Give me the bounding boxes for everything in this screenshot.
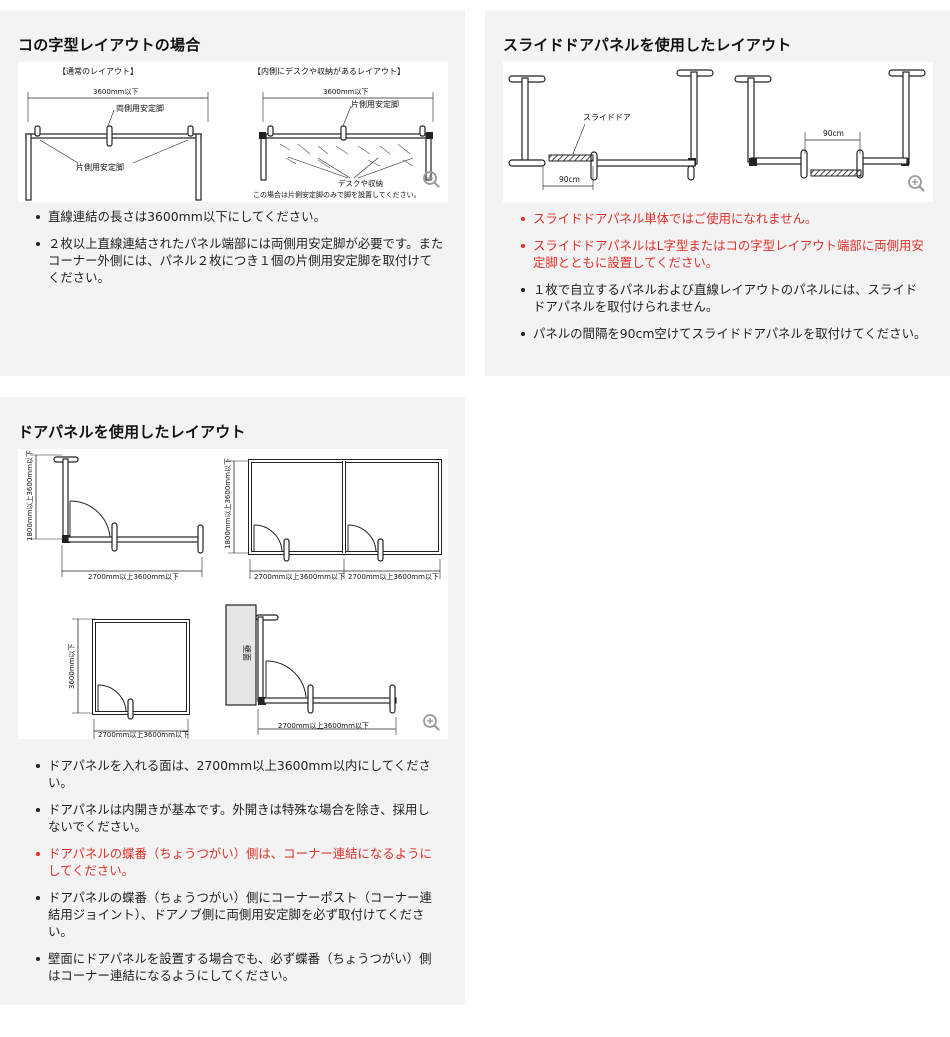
list-item: １枚で自立するパネルおよび直線レイアウトのパネルには、スライドドアパネルを取付け… — [519, 281, 929, 315]
leg-label: 両側用安定脚 — [116, 103, 164, 113]
list-item: 直線連結の長さは3600mm以下にしてください。 — [34, 208, 444, 225]
dimension-label: 1800mm以上3600mm以下 — [25, 450, 34, 541]
card-title: ドアパネルを使用したレイアウト — [18, 423, 246, 441]
list-item: ドアパネルの蝶番（ちょうつがい）側にコーナーポスト（コーナー連結用ジョイント）、… — [34, 889, 442, 940]
list-item: パネルの間隔を90cm空けてスライドドアパネルを取付けてください。 — [519, 325, 929, 342]
list-item: 壁面にドアパネルを設置する場合でも、必ず蝶番（ちょうつがい）側はコーナー連結にな… — [34, 950, 442, 984]
leg-label: 片側用安定脚 — [351, 99, 399, 109]
zoom-in-icon[interactable] — [907, 174, 925, 192]
dimension-label: 2700mm以上3600mm以下 — [278, 721, 369, 730]
dimension-label: 3600mm以下 — [323, 88, 368, 96]
dimension-label: 2700mm以上3600mm以下 — [254, 572, 345, 581]
list-item: ドアパネルを入れる面は、2700mm以上3600mm以内にしてください。 — [34, 757, 442, 791]
leg-label: 片側用安定脚 — [76, 162, 124, 172]
list-item: ドアパネルの蝶番（ちょうつがい）側は、コーナー連結になるようにしてください。 — [34, 845, 442, 879]
card-u-layout: コの字型レイアウトの場合 【通常のレイアウト】 【内側にデスクや収納があるレイア… — [0, 10, 465, 376]
card-slide-door-layout: スライドドアパネルを使用したレイアウト スライドドア 90cm — [485, 10, 950, 376]
dimension-label: 90cm — [823, 129, 844, 138]
fig-caption: 【内側にデスクや収納があるレイアウト】 — [253, 66, 405, 76]
dimension-label: 2700mm以上3600mm以下 — [88, 572, 179, 581]
list-item: スライドドアパネル単体ではご使用になれません。 — [519, 210, 929, 227]
u-layout-figure[interactable]: 【通常のレイアウト】 【内側にデスクや収納があるレイアウト】 3600mm以下 … — [18, 62, 448, 202]
desk-label: デスクや収納 — [338, 178, 383, 188]
wall-label: 壁面 — [242, 645, 252, 661]
card-door-layout: ドアパネルを使用したレイアウト 1800mm以上3600mm以下 2700mm以… — [0, 397, 465, 1005]
notes-list: 直線連結の長さは3600mm以下にしてください。 ２枚以上直線連結されたパネル端… — [34, 208, 444, 296]
dimension-label: 1800mm以上3600mm以下 — [223, 458, 232, 549]
card-title: コの字型レイアウトの場合 — [18, 36, 201, 54]
card-title: スライドドアパネルを使用したレイアウト — [503, 36, 792, 54]
dimension-label: 3600mm以下 — [68, 644, 76, 689]
figure-note: この場合は片側安定脚のみで脚を設置してください。 — [253, 190, 421, 199]
list-item: ２枚以上直線連結されたパネル端部には両側用安定脚が必要です。またコーナー外側には… — [34, 235, 444, 286]
door-panel-figure[interactable]: 1800mm以上3600mm以下 2700mm以上3600mm以下 1800mm… — [18, 449, 448, 739]
notes-list: スライドドアパネル単体ではご使用になれません。 スライドドアパネルはL字型または… — [519, 210, 929, 352]
dimension-label: 2700mm以上3600mm以下 — [98, 730, 189, 739]
slide-door-figure[interactable]: スライドドア 90cm 90cm — [503, 62, 933, 202]
notes-list: ドアパネルを入れる面は、2700mm以上3600mm以内にしてください。 ドアパ… — [34, 757, 442, 994]
list-item: スライドドアパネルはL字型またはコの字型レイアウト端部に両側用安定脚とともに設置… — [519, 237, 929, 271]
slide-door-label: スライドドア — [583, 113, 631, 122]
dimension-label: 2700mm以上3600mm以下 — [348, 572, 439, 581]
zoom-in-icon[interactable] — [422, 713, 440, 731]
list-item: ドアパネルは内開きが基本です。外開きは特殊な場合を除き、採用しないでください。 — [34, 801, 442, 835]
dimension-label: 3600mm以下 — [93, 88, 138, 96]
dimension-label: 90cm — [559, 175, 580, 184]
fig-caption: 【通常のレイアウト】 — [58, 66, 138, 76]
zoom-in-icon[interactable] — [422, 170, 440, 188]
